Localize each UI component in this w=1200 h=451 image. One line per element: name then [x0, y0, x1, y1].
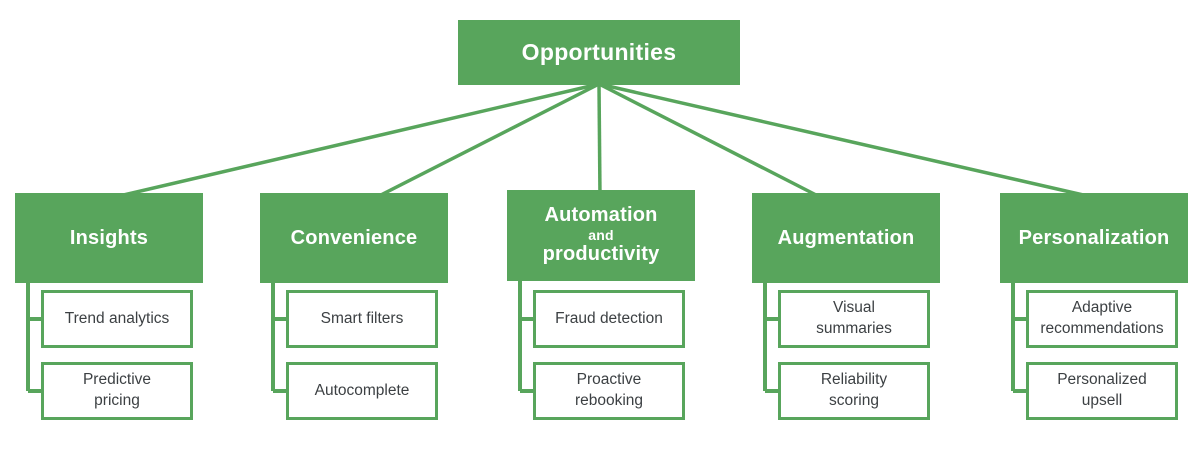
category-label-line: productivity — [542, 243, 660, 266]
category-label: Personalization — [1018, 226, 1170, 249]
child-label: Autocomplete — [314, 381, 410, 399]
category-node-automation-productivity: Automation and productivity — [507, 190, 695, 281]
category-group-personalization: Personalization Adaptive recommendations… — [1000, 0, 1188, 451]
category-group-insights: Insights Trend analytics Predictive pric… — [15, 0, 203, 451]
child-label: Predictive pricing — [82, 371, 152, 409]
child-label: Personalized upsell — [1057, 371, 1147, 409]
category-group-convenience: Convenience Smart filters Autocomplete — [260, 0, 448, 451]
category-node-personalization: Personalization — [1000, 193, 1188, 283]
category-node-insights: Insights — [15, 193, 203, 283]
child-node-adaptive-recommendations: Adaptive recommendations — [1026, 290, 1178, 348]
child-node-visual-summaries: Visual summaries — [778, 290, 930, 348]
child-node-personalized-upsell: Personalized upsell — [1026, 362, 1178, 420]
root-label: Opportunities — [521, 39, 677, 65]
fan-line-personalization — [598, 82, 1093, 199]
category-label: Augmentation — [777, 226, 915, 249]
category-label: Automation and productivity — [543, 204, 660, 266]
child-label: Proactive rebooking — [574, 371, 644, 409]
fan-line-automation — [597, 83, 602, 198]
category-label: Convenience — [290, 226, 418, 249]
fan-line-convenience — [376, 82, 600, 199]
category-label: Insights — [69, 226, 149, 249]
child-node-smart-filters: Smart filters — [286, 290, 438, 348]
category-node-convenience: Convenience — [260, 193, 448, 283]
child-node-proactive-rebooking: Proactive rebooking — [533, 362, 685, 420]
child-node-fraud-detection: Fraud detection — [533, 290, 685, 348]
category-label-line: and — [588, 226, 614, 243]
child-label: Adaptive recommendations — [1040, 299, 1164, 337]
category-group-augmentation: Augmentation Visual summaries Reliabilit… — [752, 0, 940, 451]
root-node-opportunities: Opportunities — [458, 20, 740, 85]
child-node-trend-analytics: Trend analytics — [41, 290, 193, 348]
child-node-reliability-scoring: Reliability scoring — [778, 362, 930, 420]
child-label: Smart filters — [320, 309, 404, 327]
fan-line-insights — [114, 82, 600, 199]
child-label: Fraud detection — [555, 309, 663, 327]
child-node-autocomplete: Autocomplete — [286, 362, 438, 420]
child-label: Visual summaries — [816, 299, 892, 337]
category-label-line: Automation — [544, 204, 658, 227]
child-label: Trend analytics — [64, 309, 170, 327]
child-label: Reliability scoring — [820, 371, 888, 409]
category-group-automation-productivity: Automation and productivity Fraud detect… — [507, 0, 695, 451]
fan-line-augmentation — [598, 82, 821, 199]
category-node-augmentation: Augmentation — [752, 193, 940, 283]
child-node-predictive-pricing: Predictive pricing — [41, 362, 193, 420]
